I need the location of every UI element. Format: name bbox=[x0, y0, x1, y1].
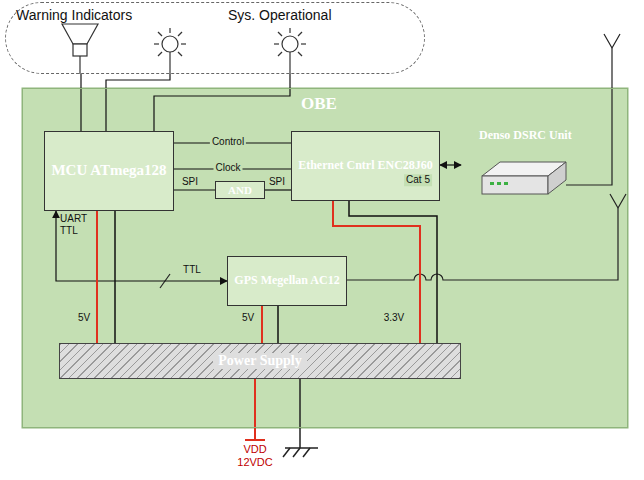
connector bbox=[265, 189, 291, 190]
ground-symbol bbox=[283, 378, 318, 457]
power-supply: Power Supply bbox=[59, 343, 461, 379]
signal-label: TTL bbox=[181, 264, 203, 276]
signal-name: UART TTL bbox=[60, 213, 87, 236]
connector bbox=[56, 211, 227, 281]
signal-label: Cat 5 bbox=[404, 174, 432, 186]
lamp-symbol bbox=[154, 28, 186, 74]
node-label: Denso DSRC Unit bbox=[479, 129, 561, 143]
dsrc-unit: Denso DSRC Unit bbox=[461, 129, 579, 204]
signal-label: Clock bbox=[213, 162, 242, 174]
router-icon bbox=[482, 162, 566, 194]
node-label: Power Supply bbox=[213, 353, 306, 369]
connector bbox=[174, 168, 291, 169]
connector bbox=[277, 306, 279, 343]
connector bbox=[333, 201, 420, 343]
connector bbox=[261, 306, 263, 343]
connector bbox=[96, 211, 98, 343]
node-label: MCU ATmega128 bbox=[51, 162, 166, 179]
signal-label: Control bbox=[210, 136, 246, 148]
connector bbox=[80, 74, 81, 131]
antenna-wire bbox=[160, 34, 626, 288]
connector bbox=[174, 142, 291, 143]
signal-label: SPI bbox=[180, 176, 200, 188]
ethernet-box: Ethernet Cntrl ENC28J60 bbox=[291, 131, 440, 201]
lamp-symbol bbox=[274, 28, 306, 74]
connector bbox=[349, 201, 437, 343]
supply-input bbox=[245, 378, 265, 440]
obe-panel bbox=[22, 88, 628, 428]
housing-title: OBE bbox=[301, 94, 337, 114]
supply-label: VDD 12VDC bbox=[232, 443, 278, 468]
signal-label: 5V bbox=[240, 312, 256, 324]
connector bbox=[440, 164, 461, 165]
connector bbox=[114, 211, 116, 343]
speaker-symbol bbox=[62, 24, 98, 74]
gps-box: GPS Megellan AC12 bbox=[227, 256, 347, 306]
and-gate: AND bbox=[215, 181, 265, 199]
obe-housing: MCU ATmega128 Ethernet Cntrl ENC28J60AND D… bbox=[22, 88, 628, 428]
signal-label: SPI bbox=[267, 176, 287, 188]
node-label: Ethernet Cntrl ENC28J60 bbox=[298, 159, 433, 173]
connector bbox=[154, 74, 290, 131]
node-label: Warning Indicators bbox=[16, 7, 132, 23]
indicator-group: Warning Indicators Sys. Operational bbox=[5, 2, 425, 74]
signal-label: 5V bbox=[76, 312, 92, 324]
node-label: GPS Megellan AC12 bbox=[234, 274, 339, 288]
signal-label: 3.3V bbox=[382, 312, 407, 324]
node-label: Sys. Operational bbox=[228, 7, 332, 23]
connector bbox=[106, 74, 170, 131]
mcu-box: MCU ATmega128 bbox=[44, 131, 174, 211]
connector bbox=[174, 189, 215, 190]
node-label: AND bbox=[228, 184, 252, 197]
